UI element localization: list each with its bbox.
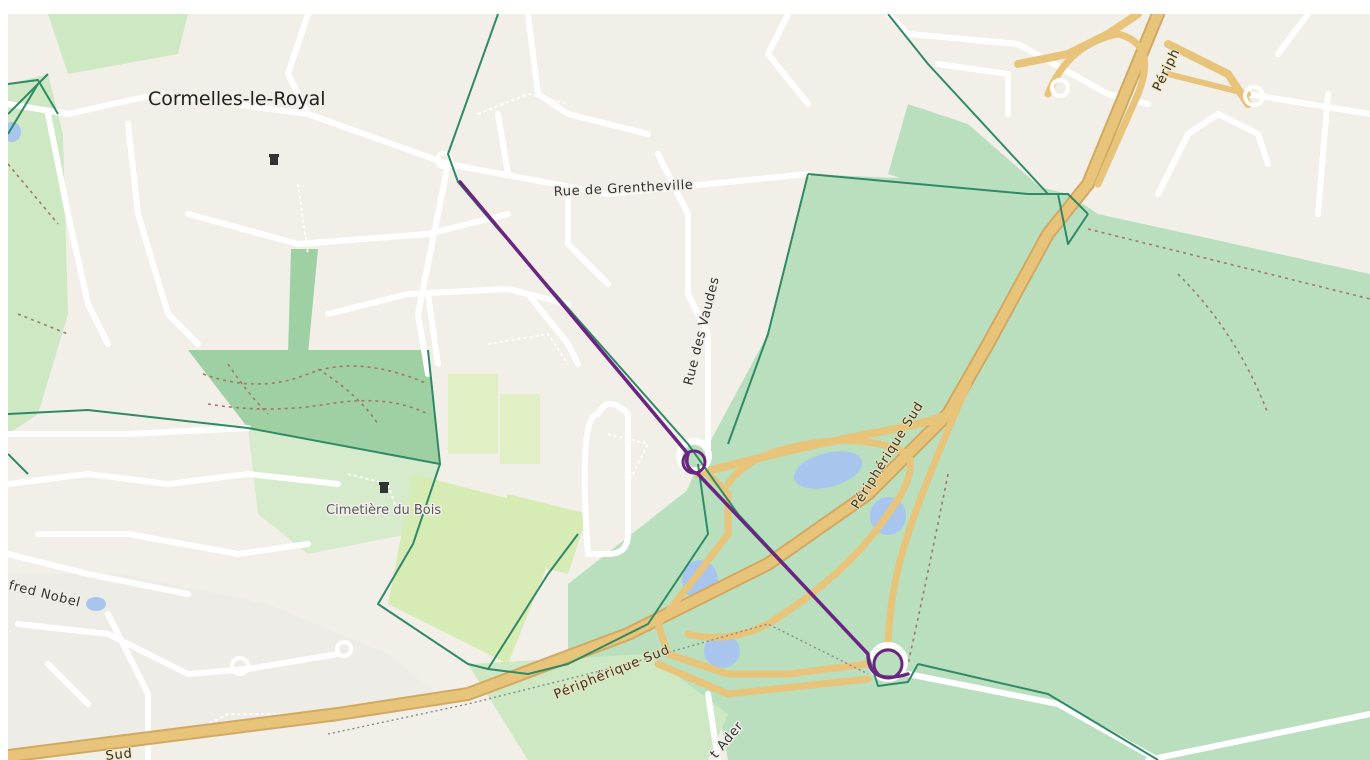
pitch-2 [500,394,540,464]
ring-road-label-3: Sud [105,746,134,760]
cemetery-label: Cimetière du Bois [326,503,441,518]
cemetery-icon [379,482,389,493]
cemetery-area [248,428,440,554]
pitch-1 [448,374,498,454]
park-woods [188,350,440,464]
trails [8,163,1370,665]
minor-roads [8,14,1370,760]
green-area-nw [48,14,188,74]
green-interchange [568,434,888,714]
railway [327,623,869,735]
pond-1 [793,451,863,489]
green-area-west [8,74,68,434]
boundaries [8,14,1159,760]
route-loop-south [872,648,904,680]
green-south [468,654,728,760]
map-canvas[interactable]: Cormelles-le-Royal Cimetière du Bois Rue… [8,14,1370,760]
green-strip [288,249,318,354]
roundabouts [230,78,1265,682]
pond-6 [86,597,106,611]
town-label: Cormelles-le-Royal [148,88,326,110]
route-loop-north [681,449,707,475]
pond-4 [704,634,740,668]
green-area-northeast [888,104,1048,214]
monument-icon [269,154,279,165]
